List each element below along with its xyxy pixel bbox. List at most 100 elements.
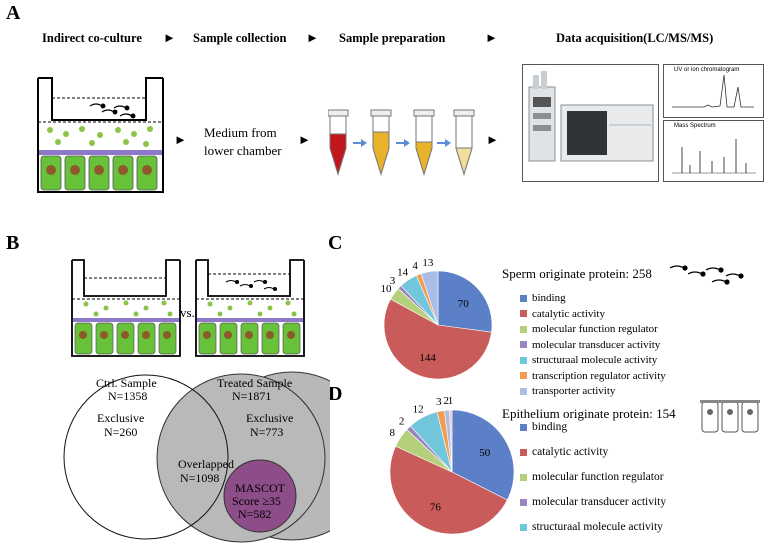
pie-slice	[383, 298, 492, 380]
step-preparation: Sample preparation	[339, 31, 446, 45]
panel-label-d: D	[328, 383, 343, 405]
legend-swatch	[520, 341, 527, 348]
panel-label-a: A	[6, 2, 21, 24]
pie-data-label: 70	[458, 298, 470, 310]
legend-swatch	[520, 387, 527, 395]
exclusive-treated-label: Exclusive	[246, 411, 294, 425]
legend-item: transcription regulator activity	[520, 370, 666, 382]
legend-label: catalytic activity	[532, 307, 605, 320]
sperm-icon	[669, 265, 744, 285]
pie-data-label: 12	[413, 403, 424, 415]
legend-swatch	[520, 448, 527, 456]
step-acquisition: Data acquisition(LC/MS/MS)	[556, 31, 714, 45]
legend-item: molecular transducer activity	[520, 496, 666, 508]
legend-label: binding	[532, 292, 566, 304]
legend-swatch	[520, 523, 527, 531]
venn-diagram	[207, 371, 330, 541]
legend-item: catalytic activity	[520, 446, 608, 458]
pie-slice	[420, 270, 439, 326]
legend-item: molecular function regulator	[520, 323, 658, 335]
arrow-icon: ►	[163, 30, 176, 45]
pie-data-label: 2	[443, 395, 449, 407]
legend-swatch	[520, 294, 527, 302]
legend-swatch	[520, 356, 527, 364]
overlap-count: N=1098	[180, 471, 220, 485]
chromatogram-box: UV or ion chromatogram	[663, 64, 764, 118]
legend-label: structuraal molecule activity	[532, 521, 663, 533]
legend-label: molecular function regulator	[532, 323, 658, 335]
lcms-instrument-box	[522, 64, 659, 182]
legend-item: molecular transducer activity	[520, 339, 660, 351]
transwell-coculture-illustration	[37, 77, 164, 193]
transwell-control-illustration	[71, 259, 181, 357]
pie-data-label: 8	[389, 427, 395, 439]
treated-count: N=1871	[232, 389, 272, 403]
pie-data-label: 3	[436, 396, 442, 408]
pie-data-label: 50	[479, 447, 491, 459]
ctrl-count: N=1358	[108, 389, 148, 403]
step-collection: Sample collection	[193, 31, 287, 45]
arrow-icon: ►	[298, 132, 311, 147]
pie-data-label: 14	[397, 267, 409, 279]
legend-label: transporter activity	[532, 385, 616, 397]
mascot-count: N=582	[238, 507, 272, 521]
legend-label: catalytic activity	[532, 446, 609, 458]
pie-slice	[437, 270, 493, 333]
step-coculture: Indirect co-culture	[42, 31, 142, 45]
legend-label: structuraal molecule activity	[532, 354, 658, 366]
medium-label-line2: lower chamber	[204, 143, 282, 158]
panel-label-c: C	[328, 232, 343, 254]
legend-swatch	[520, 498, 527, 506]
legend-label: binding	[532, 421, 568, 433]
legend-swatch	[520, 325, 527, 333]
arrow-icon: ►	[486, 132, 499, 147]
legend-label: molecular transducer activity	[532, 496, 667, 508]
ctrl-title: Ctrl. Sample	[96, 376, 157, 390]
legend-label: transcription regulator activity	[532, 369, 666, 382]
mass-spectrum-label: Mass Spectrum	[674, 123, 716, 129]
pie-data-label: 76	[430, 502, 442, 514]
legend-item: transporter activity	[520, 385, 615, 397]
legend-item: structuraal molecule activity	[520, 521, 663, 533]
mascot-label: MASCOT	[235, 481, 286, 495]
overlap-label: Overlapped	[178, 457, 234, 471]
legend-label: molecular transducer activity	[532, 338, 661, 351]
mass-spectrum-box: Mass Spectrum	[663, 120, 764, 182]
pie-title-epithelium: Epithelium originate protein: 154	[502, 406, 676, 421]
arrow-icon: ►	[306, 30, 319, 45]
transwell-treated-illustration	[195, 259, 305, 357]
legend-item: molecular function regulator	[520, 471, 664, 483]
pie-data-label: 10	[380, 283, 392, 295]
medium-label-line1: Medium from	[204, 125, 277, 140]
legend-item: binding	[520, 292, 566, 304]
arrow-icon: ►	[485, 30, 498, 45]
legend-item: catalytic activity	[520, 308, 605, 320]
pie-data-label: 4	[412, 260, 418, 272]
pie-slice	[449, 409, 453, 473]
sample-tubes-illustration	[328, 109, 475, 176]
treated-title: Treated Sample	[217, 376, 293, 390]
legend-item: structuraal molecule activity	[520, 354, 657, 366]
legend-swatch	[520, 473, 527, 481]
epithelium-icon	[700, 400, 760, 433]
pie-data-label: 2	[399, 416, 405, 428]
legend-item: binding	[520, 421, 567, 433]
vs-label: vs.	[180, 305, 195, 320]
exclusive-ctrl-count: N=260	[104, 425, 138, 439]
legend-swatch	[520, 310, 527, 317]
chromatogram-label: UV or ion chromatogram	[674, 67, 740, 73]
legend-label: molecular function regulator	[532, 471, 664, 483]
panel-label-b: B	[6, 232, 20, 254]
legend-swatch	[520, 372, 527, 379]
pie-data-label: 1	[448, 395, 454, 407]
exclusive-treated-count: N=773	[250, 425, 284, 439]
pie-data-label: 3	[390, 275, 396, 287]
legend-swatch	[520, 423, 527, 431]
pie-data-label: 13	[422, 257, 434, 269]
arrow-icon: ►	[174, 132, 187, 147]
pie-data-label: 144	[419, 352, 436, 364]
mascot-score: Score ≥35	[232, 494, 281, 508]
pie-title-sperm: Sperm originate protein: 258	[502, 266, 652, 281]
